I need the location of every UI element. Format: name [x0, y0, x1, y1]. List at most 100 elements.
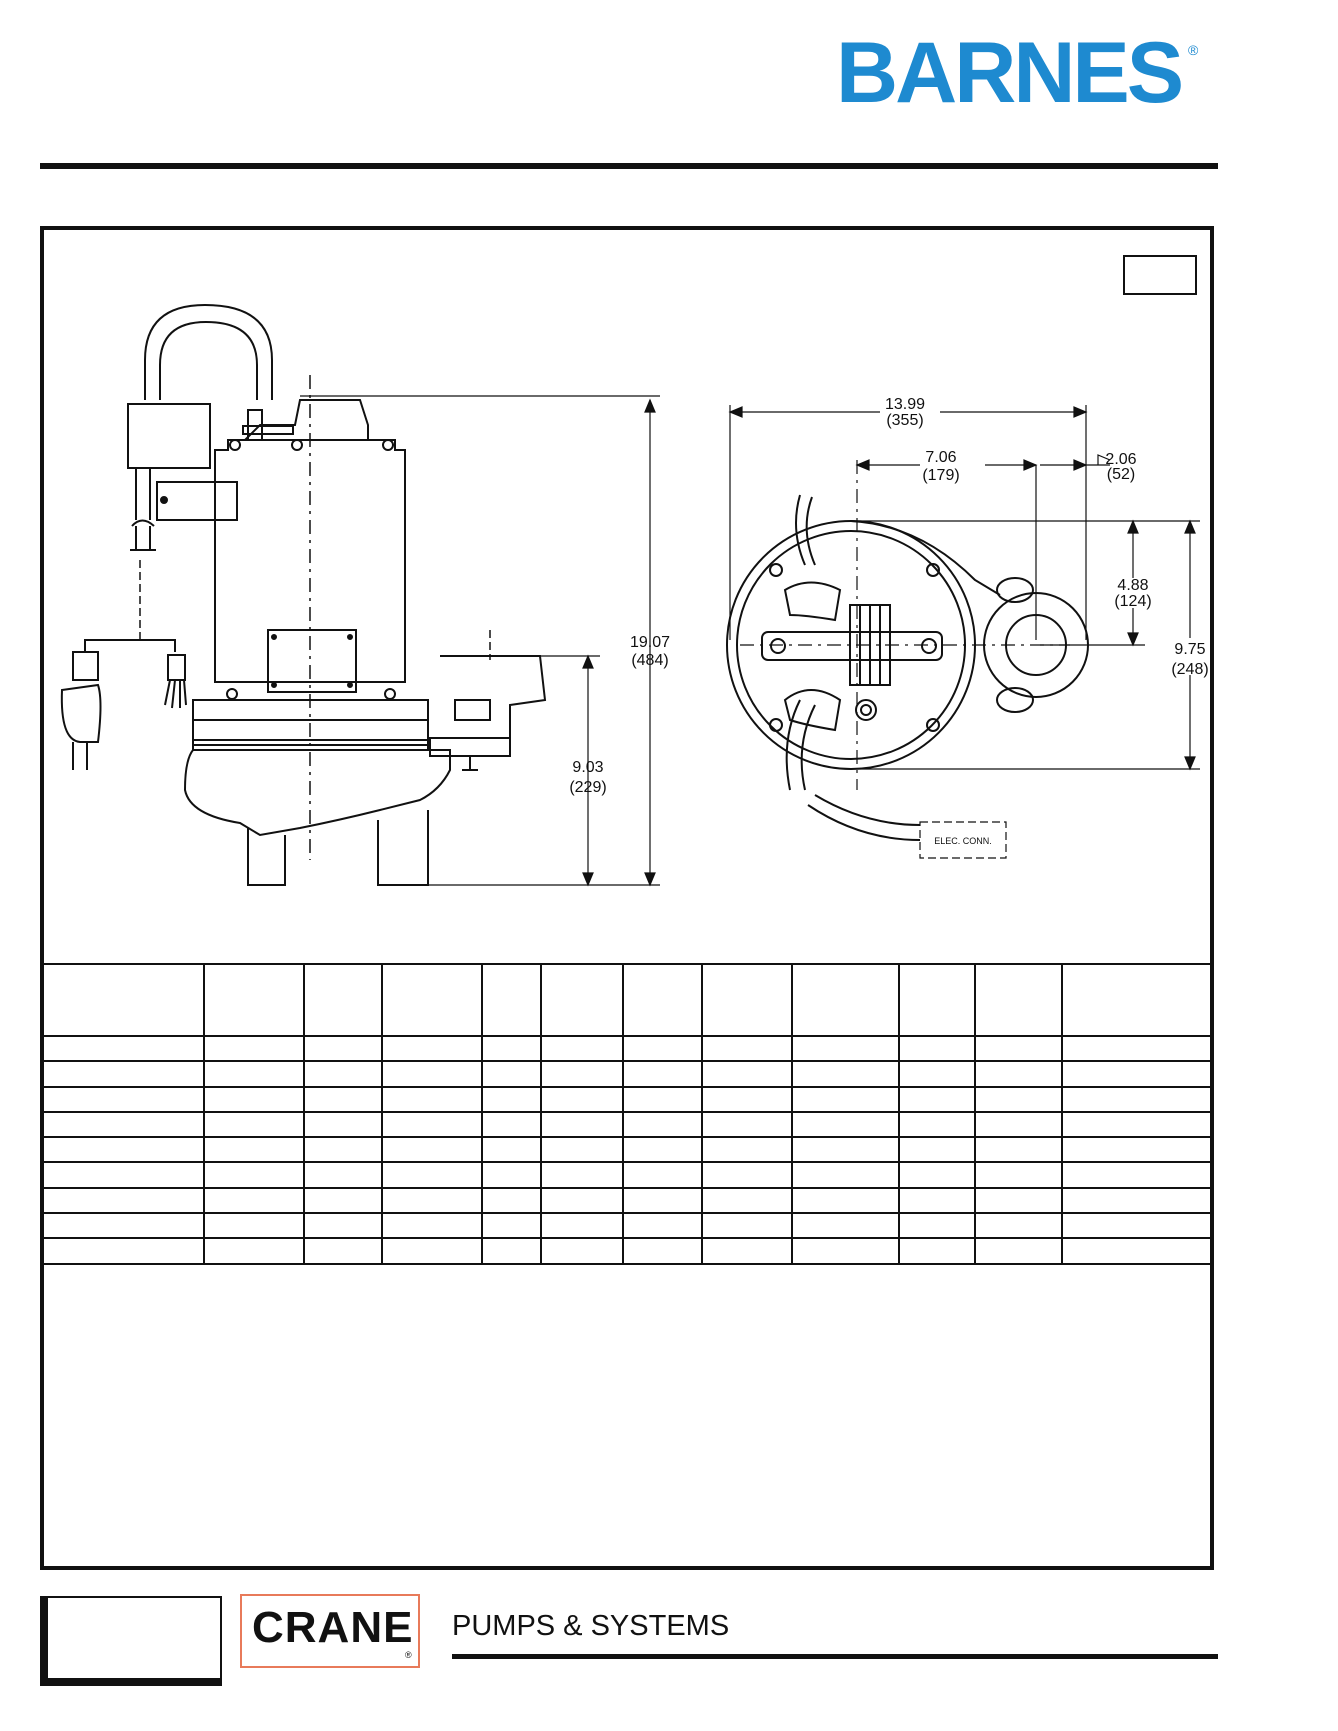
discharge-outlet — [440, 655, 547, 739]
table-cell — [381, 1186, 483, 1215]
table-cell — [42, 1212, 205, 1240]
table-cell — [974, 1110, 1063, 1139]
table-cell — [701, 963, 793, 1037]
float-switch — [127, 403, 211, 469]
table-cell — [1061, 1085, 1214, 1113]
table-cell — [303, 1136, 383, 1164]
crane-registered-mark: ® — [405, 1650, 412, 1660]
table-cell — [701, 1034, 793, 1063]
table-row — [42, 1212, 1214, 1240]
table-cell — [42, 1110, 205, 1139]
table-cell — [791, 1161, 900, 1189]
table-cell — [701, 1212, 793, 1240]
table-cell — [540, 1085, 624, 1113]
table-cell — [481, 1034, 542, 1063]
table-cell — [42, 1060, 205, 1088]
table-cell — [701, 1085, 793, 1113]
table-cell — [42, 1034, 205, 1063]
table-cell — [1061, 1136, 1214, 1164]
table-cell — [622, 1212, 703, 1240]
leg-left — [247, 828, 286, 886]
table-cell — [381, 1212, 483, 1240]
handle-bar — [761, 631, 943, 661]
table-cell — [481, 1161, 542, 1189]
table-cell — [622, 1161, 703, 1189]
revision-box — [1123, 255, 1197, 295]
table-cell — [540, 1237, 624, 1265]
wire-terminals — [167, 654, 186, 681]
table-cell — [203, 1034, 305, 1063]
table-row — [42, 1161, 1214, 1189]
table-cell — [303, 1060, 383, 1088]
lifting-handle — [144, 303, 273, 400]
spec-table — [42, 963, 1214, 1265]
table-cell — [791, 1110, 900, 1139]
table-cell — [791, 963, 900, 1037]
table-cell — [481, 1136, 542, 1164]
lifting-handle-inner — [159, 320, 258, 400]
table-cell — [1061, 1212, 1214, 1240]
table-cell — [481, 1237, 542, 1265]
table-cell — [1061, 963, 1214, 1037]
table-cell — [701, 1237, 793, 1265]
dim-discharge-offset-mm: (52) — [1107, 466, 1135, 483]
table-cell — [42, 1085, 205, 1113]
table-cell — [303, 1085, 383, 1113]
table-cell — [1061, 1237, 1214, 1265]
dim-discharge-depth-in: 4.88 — [1117, 577, 1148, 594]
table-cell — [381, 963, 483, 1037]
table-cell — [540, 1110, 624, 1139]
footer-tagline: PUMPS & SYSTEMS — [452, 1610, 730, 1642]
table-cell — [203, 1085, 305, 1113]
table-cell — [622, 963, 703, 1037]
table-cell — [540, 1186, 624, 1215]
table-cell — [203, 1060, 305, 1088]
table-cell — [481, 963, 542, 1037]
table-cell — [540, 963, 624, 1037]
table-cell — [203, 1161, 305, 1189]
table-cell — [203, 1186, 305, 1215]
table-cell — [701, 1186, 793, 1215]
table-cell — [791, 1212, 900, 1240]
table-cell — [303, 1212, 383, 1240]
table-cell — [381, 1060, 483, 1088]
table-cell — [898, 1060, 976, 1088]
dim-center-to-discharge-mm: (179) — [922, 467, 959, 484]
table-cell — [1061, 1060, 1214, 1088]
table-row — [42, 1237, 1214, 1265]
table-cell — [974, 1186, 1063, 1215]
table-cell — [381, 1237, 483, 1265]
table-cell — [898, 1237, 976, 1265]
table-cell — [1061, 1186, 1214, 1215]
side-view — [60, 303, 547, 886]
table-cell — [898, 1085, 976, 1113]
table-cell — [481, 1186, 542, 1215]
table-cell — [42, 1161, 205, 1189]
volute — [183, 749, 451, 837]
footer-page-box — [40, 1596, 222, 1686]
table-cell — [974, 1060, 1063, 1088]
table-cell — [974, 1085, 1063, 1113]
power-plug — [72, 651, 99, 681]
table-cell — [974, 963, 1063, 1037]
table-cell — [481, 1085, 542, 1113]
nameplate — [267, 629, 357, 693]
table-cell — [381, 1034, 483, 1063]
table-cell — [381, 1161, 483, 1189]
top-view — [726, 460, 1089, 859]
dim-overall-depth-in: 9.75 — [1174, 641, 1205, 658]
table-row — [42, 1085, 1214, 1113]
table-cell — [540, 1034, 624, 1063]
table-cell — [974, 1237, 1063, 1265]
table-cell — [303, 1186, 383, 1215]
table-cell — [701, 1136, 793, 1164]
footer-rule — [452, 1654, 1218, 1659]
dim-overall-width-mm: (355) — [886, 412, 923, 429]
table-cell — [791, 1034, 900, 1063]
table-cell — [974, 1212, 1063, 1240]
table-cell — [622, 1136, 703, 1164]
table-cell — [381, 1085, 483, 1113]
table-cell — [898, 1212, 976, 1240]
table-cell — [303, 1237, 383, 1265]
